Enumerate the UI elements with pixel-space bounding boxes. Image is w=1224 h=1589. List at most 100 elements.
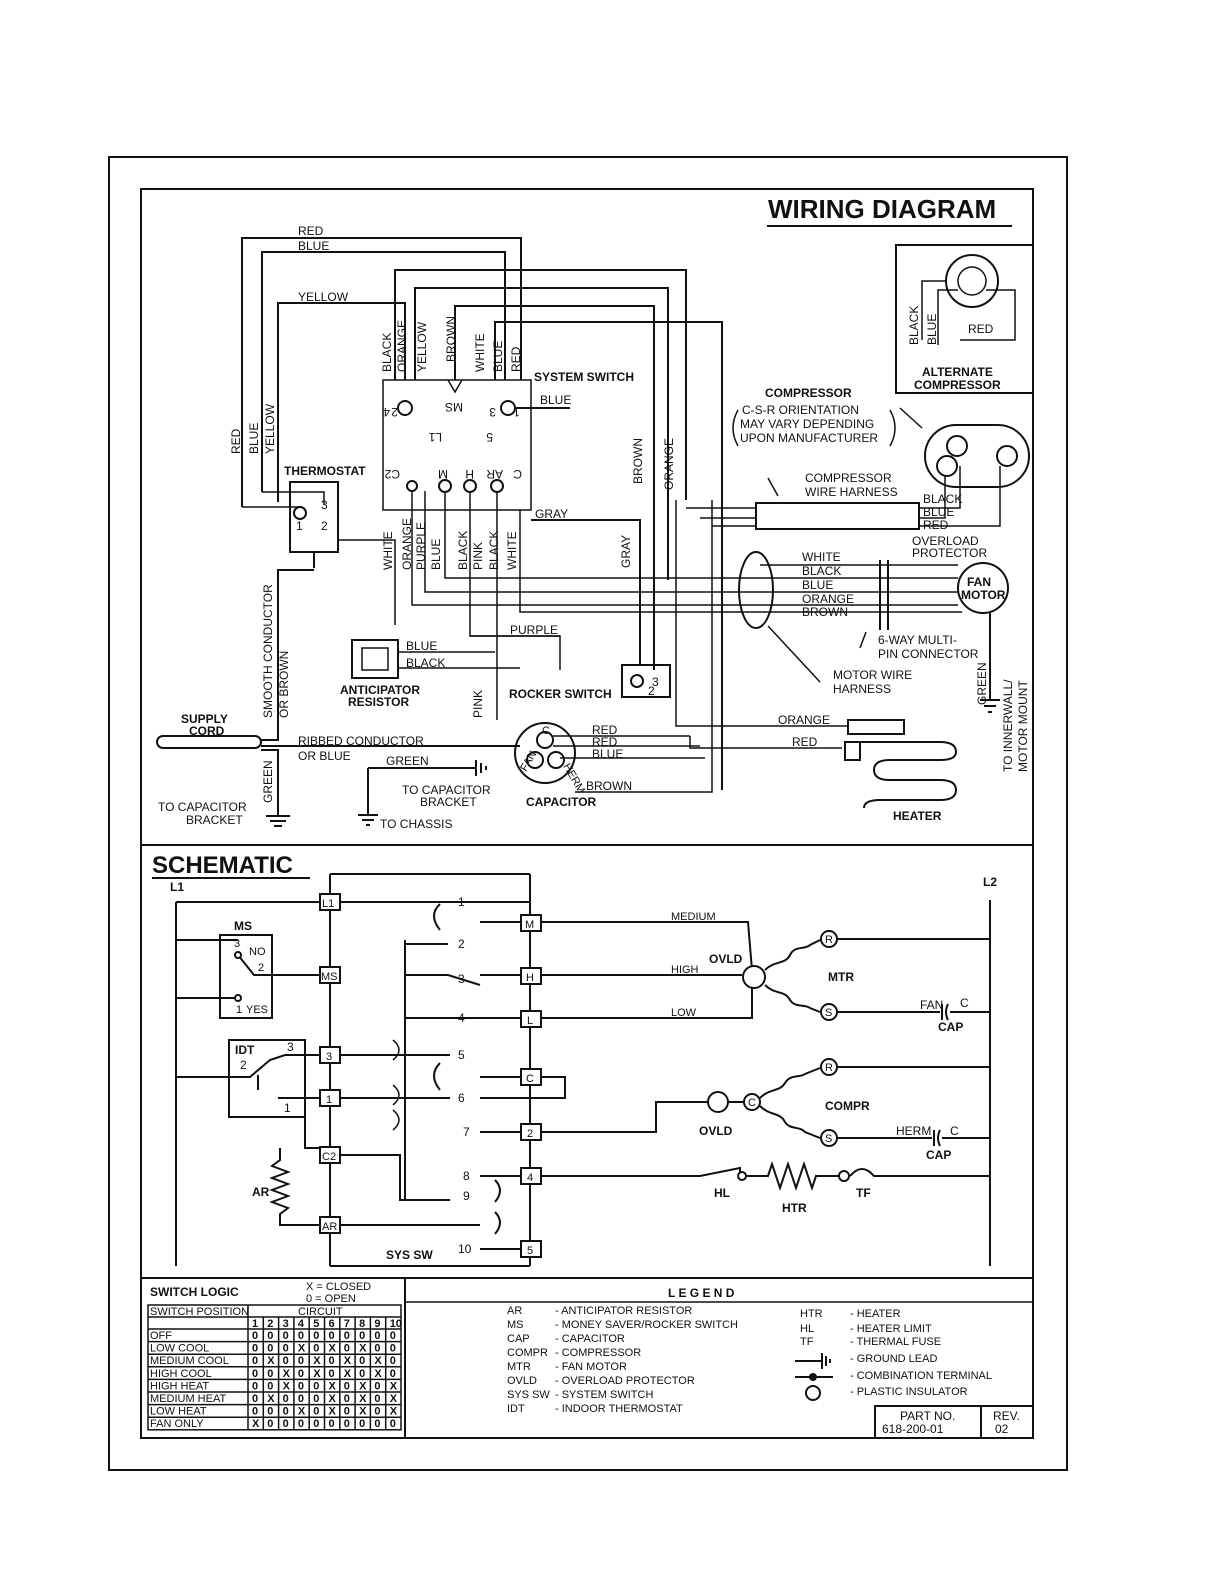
lower-wire-5: PINK [471, 542, 485, 570]
sw-wire-3: BROWN [444, 316, 458, 362]
or-brown: OR BROWN [277, 651, 291, 718]
ms-t2: 2 [258, 962, 264, 974]
legend-desc: - MONEY SAVER/ROCKER SWITCH [555, 1319, 738, 1331]
lower-wire-4: BLACK [456, 531, 470, 570]
thermostat-terminal-1 [293, 506, 307, 520]
compressor-note-2: UPON MANUFACTURER [740, 431, 878, 445]
terminal-3: 3 [489, 405, 496, 419]
connector-label-2: PIN CONNECTOR [878, 647, 979, 661]
circuit-header: 2 [267, 1318, 273, 1330]
green-ground-mid [358, 760, 487, 826]
cap-term-c: C [542, 725, 550, 737]
wiring-section: WIRING DIAGRAM BLACK BLUE RED ALTERNATE … [156, 194, 1034, 831]
logic-cell: 0 [252, 1343, 258, 1355]
switch-terminal-4 [397, 400, 413, 416]
alt-compressor-pins [957, 266, 987, 296]
ms-t3: 3 [234, 938, 240, 950]
terminal-box-c-text: C [526, 1073, 534, 1085]
contact-5: 5 [458, 1048, 465, 1062]
idt-label: IDT [235, 1043, 255, 1057]
smooth-conductor-wire [261, 569, 314, 741]
idt-wiring [176, 1054, 330, 1149]
harness-wires [686, 466, 1001, 527]
contact-2: 2 [458, 937, 465, 951]
contact-8: 8 [463, 1169, 470, 1183]
thermal-fuse-node [838, 1170, 850, 1182]
red-top-wire [241, 237, 522, 507]
smooth-conductor: SMOOTH CONDUCTOR [261, 584, 275, 718]
logic-cell: X [374, 1368, 382, 1380]
legend-abbr: OVLD [507, 1375, 537, 1387]
logic-cell: X [329, 1343, 337, 1355]
logic-cell: 0 [329, 1418, 335, 1430]
switch-logic-section: SWITCH LOGIC X = CLOSED 0 = OPEN SWITCH … [147, 1278, 406, 1438]
logic-cell: X [329, 1406, 337, 1418]
legend-desc: - SYSTEM SWITCH [555, 1389, 653, 1401]
fan-cap-label: FAN [920, 998, 943, 1012]
wire-brown-loop [454, 305, 655, 670]
logic-cell: X [344, 1368, 352, 1380]
heater-red: RED [792, 735, 818, 749]
contact-4: 4 [458, 1011, 465, 1025]
anticipator-wires [398, 651, 520, 669]
brown-vertical: BROWN [631, 438, 645, 484]
rev: 02 [995, 1422, 1009, 1436]
harness-label-1: COMPRESSOR [805, 471, 892, 485]
circuit-header: 9 [374, 1318, 380, 1330]
legend-desc: - ANTICIPATOR RESISTOR [555, 1305, 692, 1317]
logic-cell: 0 [374, 1393, 380, 1405]
logic-cell: 0 [283, 1418, 289, 1430]
fan-wire-brown: BROWN [802, 605, 848, 619]
col-circuit: CIRCUIT [298, 1306, 343, 1318]
logic-cell: X [359, 1380, 367, 1392]
compressor-wires [541, 1101, 744, 1133]
logic-cell: 0 [313, 1330, 319, 1342]
purple-label: PURPLE [510, 623, 558, 637]
capacitor-terminal-fan [526, 751, 544, 769]
logic-cell: 0 [344, 1380, 350, 1392]
compressor-harness [755, 502, 920, 530]
logic-cell: 0 [267, 1330, 273, 1342]
terminal-box-2-text: 2 [527, 1128, 533, 1140]
logic-cell: 0 [298, 1355, 304, 1367]
wiring-title: WIRING DIAGRAM [768, 194, 996, 224]
compressor-ovld [707, 1091, 729, 1113]
ground-lead-symbol [795, 1353, 831, 1369]
speed-high: HIGH [671, 964, 699, 976]
wire-crossovers [392, 1039, 400, 1131]
logic-position: OFF [150, 1330, 172, 1342]
logic-cell: 0 [313, 1418, 319, 1430]
logic-cell: 0 [374, 1406, 380, 1418]
fan-wire-orange: ORANGE [802, 592, 854, 606]
anticipator-label-2: RESISTOR [348, 695, 409, 709]
wire-loop-2 [414, 287, 669, 580]
switch-logic-key-0: X = CLOSED [306, 1281, 371, 1293]
legend-desc: - HEATER LIMIT [850, 1323, 932, 1335]
compressor-label: COMPRESSOR [765, 386, 852, 400]
circuit-header: 10 [390, 1318, 402, 1330]
mtr-label: MTR [828, 970, 854, 984]
l1-label: L1 [170, 880, 184, 894]
terminal-ms: MS [445, 400, 463, 414]
thermo-wire-blue: BLUE [247, 423, 261, 454]
logic-cell: 0 [283, 1343, 289, 1355]
terminal-4: 4 [383, 405, 390, 419]
contact-3: 3 [458, 972, 465, 986]
legend-desc: - CAPACITOR [555, 1333, 625, 1345]
thermo-wire-yellow: YELLOW [263, 403, 277, 454]
logic-cell: 0 [252, 1330, 258, 1342]
switch-terminal-1 [500, 400, 516, 416]
motor-ovld [742, 965, 766, 989]
lower-wire-0: WHITE [381, 531, 395, 570]
rev-label: REV. [993, 1409, 1020, 1423]
logic-cell: X [283, 1368, 291, 1380]
legend-abbr: IDT [507, 1403, 525, 1415]
compressor-note-brackets [732, 409, 896, 447]
logic-cell: X [298, 1343, 306, 1355]
supply-cord [156, 735, 262, 749]
idt-t3: 3 [287, 1040, 294, 1054]
capacitor-terminal-c [536, 731, 554, 749]
